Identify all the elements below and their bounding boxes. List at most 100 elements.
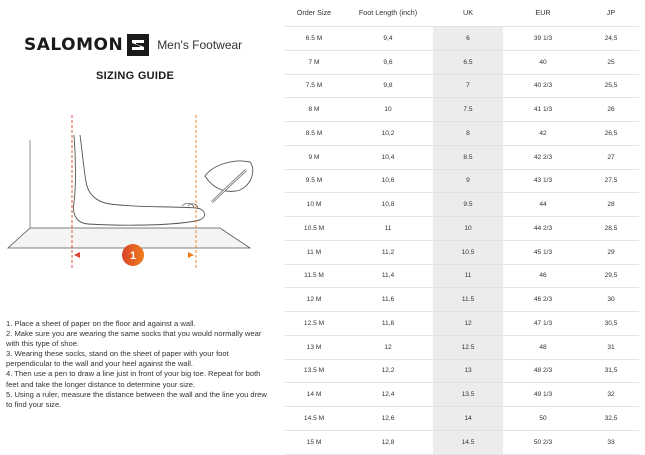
- measure-marker: [122, 244, 144, 266]
- cell-eur: 47 1/3: [503, 311, 583, 336]
- cell-order-size: 12.5 M: [285, 311, 343, 336]
- cell-uk: 8.5: [433, 145, 503, 170]
- cell-order-size: 8 M: [285, 97, 343, 122]
- brand-wordmark: SALOMON: [24, 35, 124, 55]
- cell-eur: 41 1/3: [503, 97, 583, 122]
- cell-foot-length: 9,8: [343, 74, 433, 99]
- cell-uk: 12.5: [433, 335, 503, 360]
- cell-uk: 14: [433, 406, 503, 431]
- cell-foot-length: 9,6: [343, 50, 433, 75]
- instruction-steps: 1. Place a sheet of paper on the floor a…: [6, 319, 274, 410]
- cell-eur: 49 1/3: [503, 382, 583, 407]
- header-uk: UK: [463, 8, 473, 17]
- hand-icon: [204, 160, 254, 192]
- cell-foot-length: 10,4: [343, 145, 433, 170]
- cell-foot-length: 11,2: [343, 240, 433, 265]
- cell-uk: 13: [433, 359, 503, 384]
- cell-uk: 12: [433, 311, 503, 336]
- cell-jp: 31: [583, 335, 639, 360]
- cell-foot-length: 12,2: [343, 359, 433, 384]
- size-chart-table: Order Size Foot Length (inch) UK EUR JP …: [285, 0, 639, 455]
- cell-foot-length: 12: [343, 335, 433, 360]
- cell-foot-length: 10: [343, 97, 433, 122]
- cell-uk: 7.5: [433, 97, 503, 122]
- cell-order-size: 14.5 M: [285, 406, 343, 431]
- cell-eur: 48 2/3: [503, 359, 583, 384]
- cell-eur: 46: [503, 264, 583, 289]
- cell-jp: 29,5: [583, 264, 639, 289]
- cell-uk: 9: [433, 169, 503, 194]
- header-eur: EUR: [535, 8, 551, 17]
- step-2: 2. Make sure you are wearing the same so…: [6, 329, 262, 349]
- cell-jp: 30,5: [583, 311, 639, 336]
- cell-eur: 44 2/3: [503, 216, 583, 241]
- cell-uk: 13.5: [433, 382, 503, 407]
- brand-header: SALOMON Men's Footwear: [24, 34, 242, 56]
- cell-foot-length: 9,4: [343, 26, 433, 51]
- cell-foot-length: 10,6: [343, 169, 433, 194]
- cell-jp: 32: [583, 382, 639, 407]
- cell-order-size: 10.5 M: [285, 216, 343, 241]
- cell-uk: 11.5: [433, 287, 503, 312]
- toes-icon: [181, 203, 199, 210]
- arrow-left-head: [74, 252, 80, 258]
- cell-eur: 50 2/3: [503, 430, 583, 455]
- cell-uk: 14.5: [433, 430, 503, 455]
- arrow-right-head: [188, 252, 194, 258]
- cell-order-size: 14 M: [285, 382, 343, 407]
- cell-foot-length: 12,4: [343, 382, 433, 407]
- cell-foot-length: 11,4: [343, 264, 433, 289]
- cell-jp: 30: [583, 287, 639, 312]
- cell-jp: 24,5: [583, 26, 639, 51]
- cell-eur: 48: [503, 335, 583, 360]
- cell-uk: 11: [433, 264, 503, 289]
- cell-jp: 26: [583, 97, 639, 122]
- cell-eur: 46 2/3: [503, 287, 583, 312]
- cell-jp: 31,5: [583, 359, 639, 384]
- cell-jp: 25,5: [583, 74, 639, 99]
- header-foot-length: Foot Length (inch): [358, 8, 418, 17]
- cell-foot-length: 11,6: [343, 287, 433, 312]
- cell-jp: 28,5: [583, 216, 639, 241]
- left-panel: SALOMON Men's Footwear SIZING GUIDE: [0, 0, 282, 442]
- cell-eur: 40: [503, 50, 583, 75]
- cell-jp: 29: [583, 240, 639, 265]
- cell-eur: 40 2/3: [503, 74, 583, 99]
- cell-eur: 39 1/3: [503, 26, 583, 51]
- cell-eur: 42: [503, 121, 583, 146]
- cell-order-size: 7 M: [285, 50, 343, 75]
- cell-uk: 7: [433, 74, 503, 99]
- cell-jp: 28: [583, 192, 639, 217]
- step-5: 5. Using a ruler, measure the distance b…: [6, 389, 267, 409]
- cell-eur: 44: [503, 192, 583, 217]
- cell-eur: 42 2/3: [503, 145, 583, 170]
- sizing-guide-title: SIZING GUIDE: [96, 70, 175, 82]
- foot-icon: [73, 134, 206, 226]
- cell-order-size: 7.5 M: [285, 74, 343, 99]
- cell-foot-length: 10,2: [343, 121, 433, 146]
- cell-uk: 9.5: [433, 192, 503, 217]
- cell-foot-length: 10,8: [343, 192, 433, 217]
- cell-order-size: 9.5 M: [285, 169, 343, 194]
- cell-jp: 26,5: [583, 121, 639, 146]
- cell-uk: 10.5: [433, 240, 503, 265]
- salomon-logo-icon: [127, 34, 150, 56]
- foot-measure-illustration: 1: [6, 115, 254, 270]
- cell-uk: 8: [433, 121, 503, 146]
- cell-order-size: 13 M: [285, 335, 343, 360]
- cell-jp: 33: [583, 430, 639, 455]
